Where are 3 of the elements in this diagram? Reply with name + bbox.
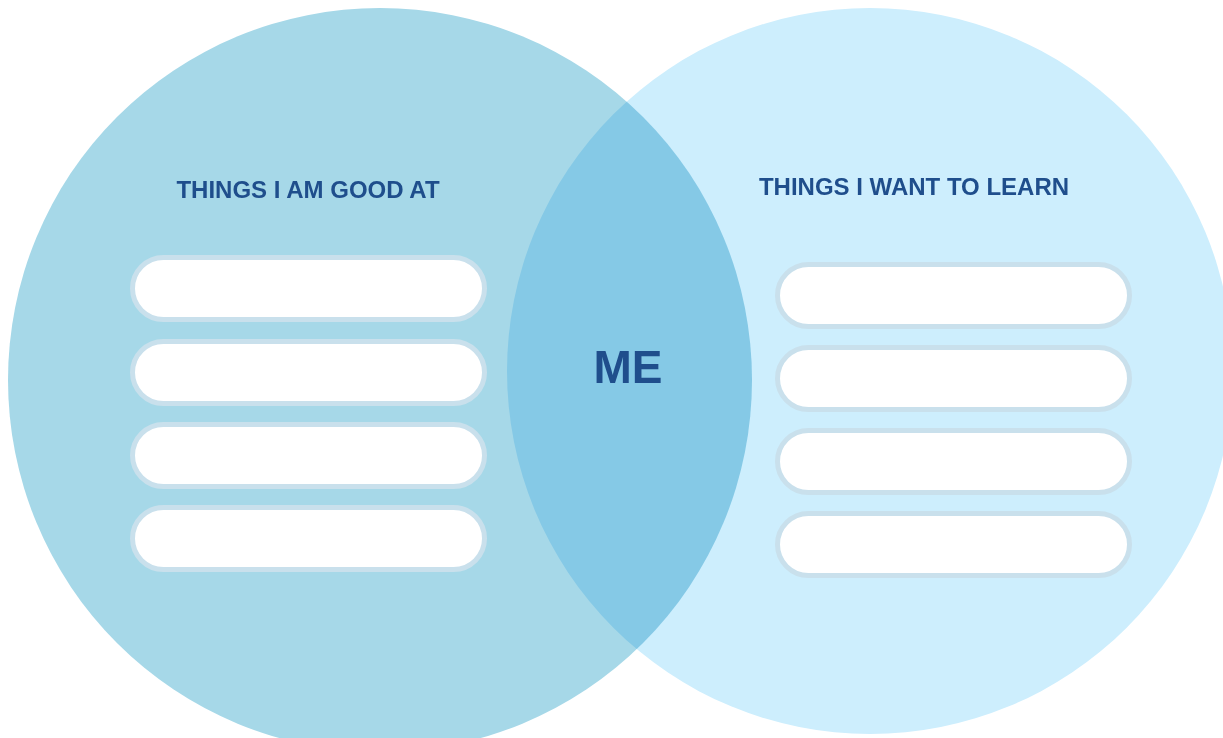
circle-heading: THINGS I WANT TO LEARN [758,173,1070,201]
circle-heading: THINGS I AM GOOD AT [176,176,440,204]
center-label: ME [593,340,663,394]
